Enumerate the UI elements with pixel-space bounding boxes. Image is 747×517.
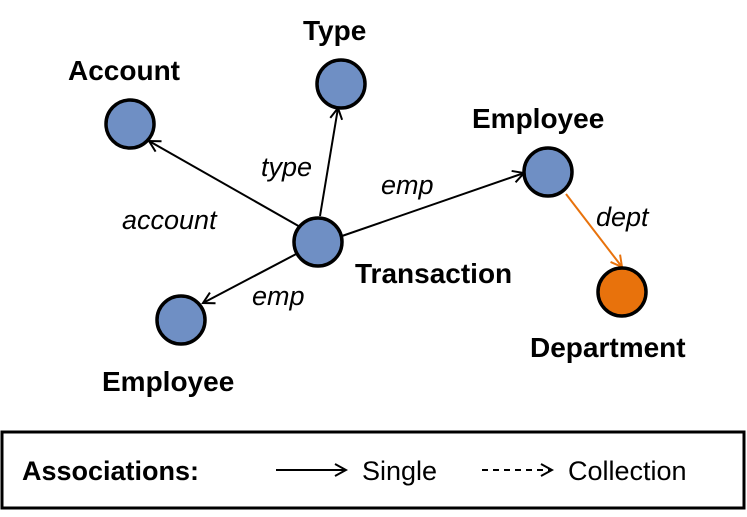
label-account: Account [68,55,180,86]
node-department [596,266,648,318]
node-employee-bottom [155,294,207,346]
edge-emp-right [341,173,524,237]
label-employee-bottom: Employee [102,366,234,397]
label-employee-right: Employee [472,103,604,134]
edge-type [319,108,338,217]
label-department: Department [530,332,686,363]
edge-label-type: type [261,152,312,182]
edge-account [149,141,303,229]
edge-label-dept: dept [596,202,650,232]
label-type: Type [303,15,366,46]
edge-dept [565,193,622,267]
legend-collection-label: Collection [568,456,687,486]
node-employee-right [522,146,574,198]
legend-box [0,430,746,510]
node-transaction [292,216,344,268]
edge-label-account: account [122,205,218,235]
edge-label-emp-right: emp [381,170,434,200]
legend-single-label: Single [362,456,437,486]
legend: Associations: Single Collection [0,430,746,510]
legend-title: Associations: [22,456,199,486]
node-account [104,98,156,150]
edge-emp-bottom [203,251,301,303]
node-type [315,58,367,110]
label-transaction: Transaction [355,258,512,289]
edge-label-emp-bottom: emp [252,281,305,311]
